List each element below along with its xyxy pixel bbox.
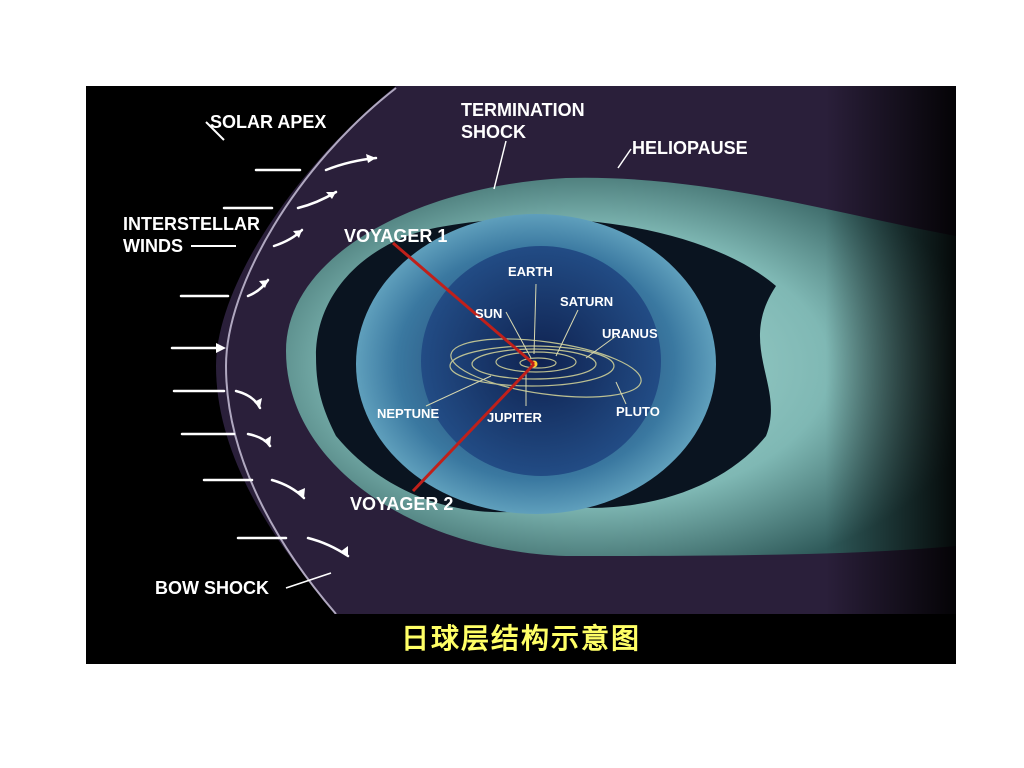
diagram-canvas: SOLAR APEX TERMINATION SHOCK HELIOPAUSE … bbox=[86, 86, 956, 614]
label-pluto: PLUTO bbox=[616, 404, 660, 419]
label-saturn: SATURN bbox=[560, 294, 613, 309]
edge-fade bbox=[86, 86, 956, 614]
caption-title: 日球层结构示意图 bbox=[400, 622, 641, 655]
label-interstellar-winds-line1: INTERSTELLAR bbox=[123, 214, 260, 234]
label-jupiter: JUPITER bbox=[487, 410, 543, 425]
label-voyager2: VOYAGER 2 bbox=[350, 494, 453, 514]
label-neptune: NEPTUNE bbox=[377, 406, 439, 421]
label-uranus: URANUS bbox=[602, 326, 658, 341]
label-heliopause: HELIOPAUSE bbox=[632, 138, 748, 158]
label-termination-shock-line1: TERMINATION bbox=[461, 100, 585, 120]
label-interstellar-winds-line2: WINDS bbox=[123, 236, 183, 256]
caption-bar: 日球层结构示意图 bbox=[86, 614, 956, 664]
label-voyager1: VOYAGER 1 bbox=[344, 226, 447, 246]
label-bow-shock: BOW SHOCK bbox=[155, 578, 269, 598]
label-sun: SUN bbox=[475, 306, 502, 321]
label-termination-shock-line2: SHOCK bbox=[461, 122, 526, 142]
heliosphere-diagram: SOLAR APEX TERMINATION SHOCK HELIOPAUSE … bbox=[86, 86, 956, 614]
label-earth: EARTH bbox=[508, 264, 553, 279]
label-solar-apex: SOLAR APEX bbox=[210, 112, 326, 132]
